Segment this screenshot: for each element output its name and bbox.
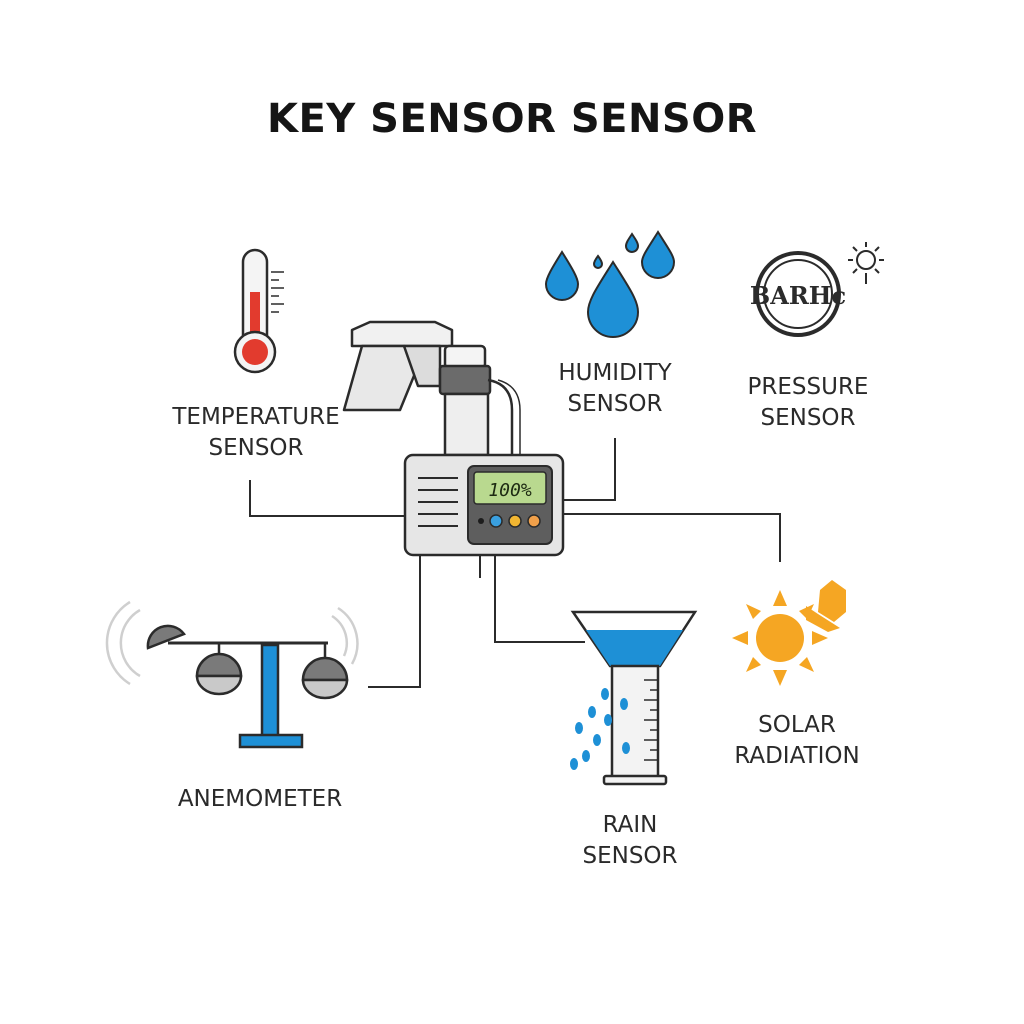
pressure-sensor-label: PRESSURE SENSOR [728,372,888,434]
hub-button-blue [489,514,503,528]
connector-rain [494,556,585,643]
small-sun-icon [848,242,884,284]
pressure-label-line1: PRESSURE [747,374,869,400]
connector-lines [249,438,781,688]
connector-temperature [249,480,405,517]
humidity-label-line1: HUMIDITY [558,360,672,386]
connector-anemometer [368,556,421,688]
connector-solar [563,513,781,562]
anemometer-icon [105,600,359,749]
sun-icon [732,590,828,686]
station-mast-icon [342,320,521,457]
temperature-label-line2: SENSOR [208,435,304,461]
rain-label-line1: RAIN [602,812,658,838]
temperature-sensor-label: TEMPERATURE SENSOR [156,402,356,464]
temperature-label-line1: TEMPERATURE [172,404,340,430]
pressure-label-line2: SENSOR [760,405,856,431]
diagram-title: KEY SENSOR SENSOR [266,96,758,142]
barometer-icon: BARHc [750,251,846,337]
barometer-dial-text: BARHc [750,281,846,310]
anemometer-label-line1: ANEMOMETER [177,786,343,812]
hub-button-orange [527,514,541,528]
hub-button-yellow [508,514,522,528]
solar-label-line2: RADIATION [734,743,860,769]
humidity-label-line2: SENSOR [567,391,663,417]
solar-label-line1: SOLAR [758,712,836,738]
rain-drops-icon [570,688,630,770]
solar-radiation-label: SOLAR RADIATION [712,710,882,772]
solar-panel-icon [806,580,846,632]
weather-station-hub-icon: 100% [403,453,565,557]
hub-display-readout: 100% [488,480,532,501]
rain-sensor-label: RAIN SENSOR [555,810,705,872]
thermometer-icon [233,248,284,374]
connector-humidity [563,438,616,501]
rain-gauge-icon [570,610,698,786]
water-drops-icon [544,230,676,338]
humidity-sensor-label: HUMIDITY SENSOR [535,358,695,420]
anemometer-label: ANEMOMETER [150,784,370,815]
rain-label-line2: SENSOR [582,843,678,869]
